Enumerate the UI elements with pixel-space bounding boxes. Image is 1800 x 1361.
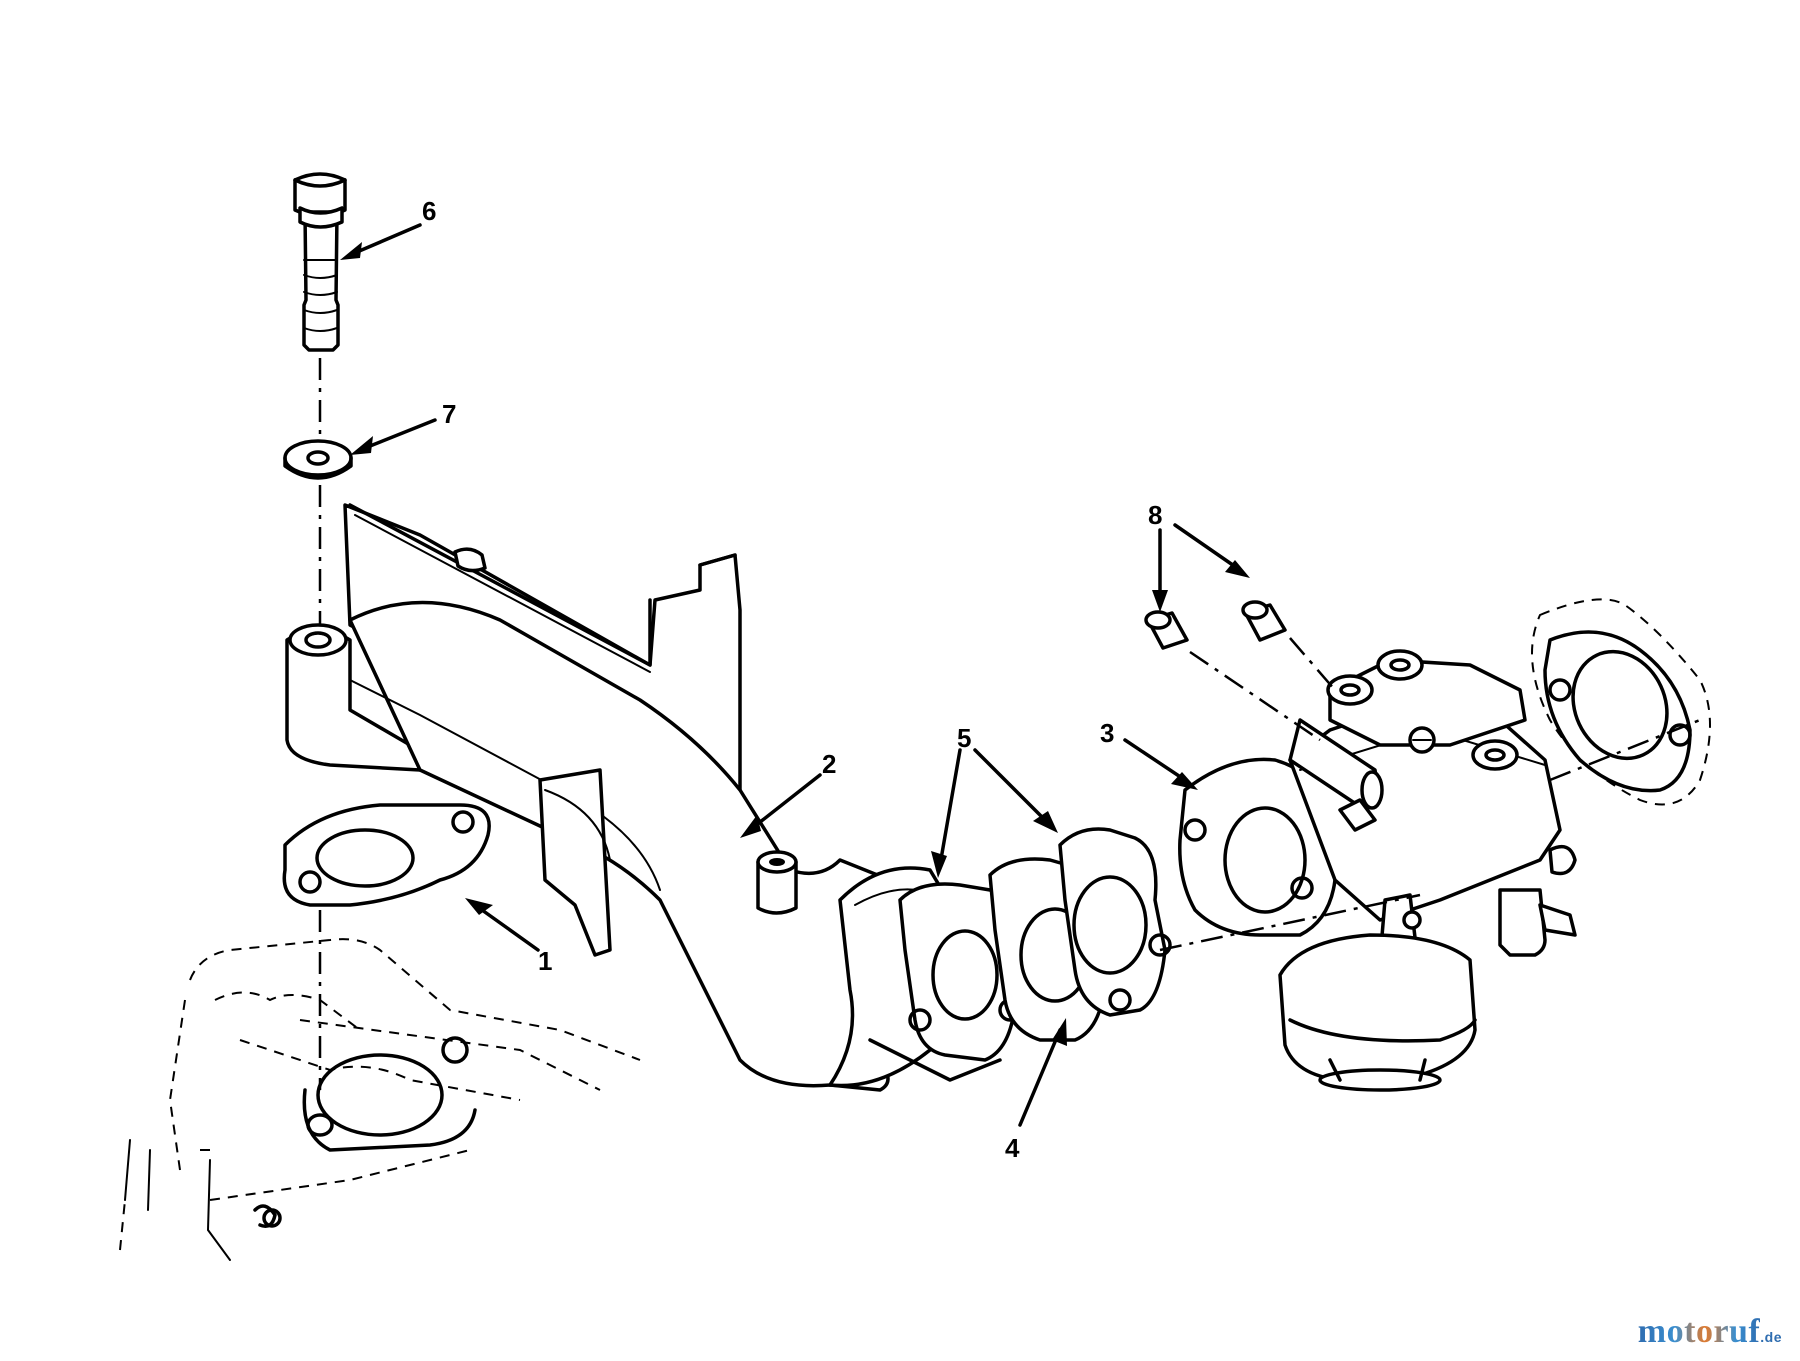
gasket-icon	[282, 803, 491, 907]
carburetor-icon	[1178, 649, 1577, 1092]
watermark-main: motoruf	[1637, 1313, 1761, 1350]
gasket-pair-icon	[898, 827, 1172, 1062]
callout-1: 1	[538, 946, 552, 976]
callout-4: 4	[1005, 1133, 1020, 1163]
intake-manifold-icon	[285, 503, 1002, 1092]
fitting-centerline-upper	[1289, 637, 1336, 691]
washer-icon	[283, 439, 353, 480]
flange-gasket-icon	[1531, 598, 1711, 806]
callout-arrows	[340, 223, 1250, 1127]
cylinder-head-icon	[119, 938, 641, 1261]
callout-2: 2	[822, 749, 836, 779]
bolt-icon	[293, 172, 347, 352]
carb-centerline	[1159, 718, 1701, 952]
callout-8: 8	[1148, 500, 1162, 530]
callout-5: 5	[957, 723, 971, 753]
fitting-icon	[1144, 600, 1287, 650]
watermark-logo: motoruf.de	[1638, 1315, 1782, 1349]
watermark-suffix: .de	[1760, 1329, 1782, 1345]
fitting-centerline-lower	[1189, 650, 1321, 742]
callout-3: 3	[1100, 718, 1114, 748]
callout-6: 6	[422, 196, 436, 226]
callout-7: 7	[442, 399, 456, 429]
